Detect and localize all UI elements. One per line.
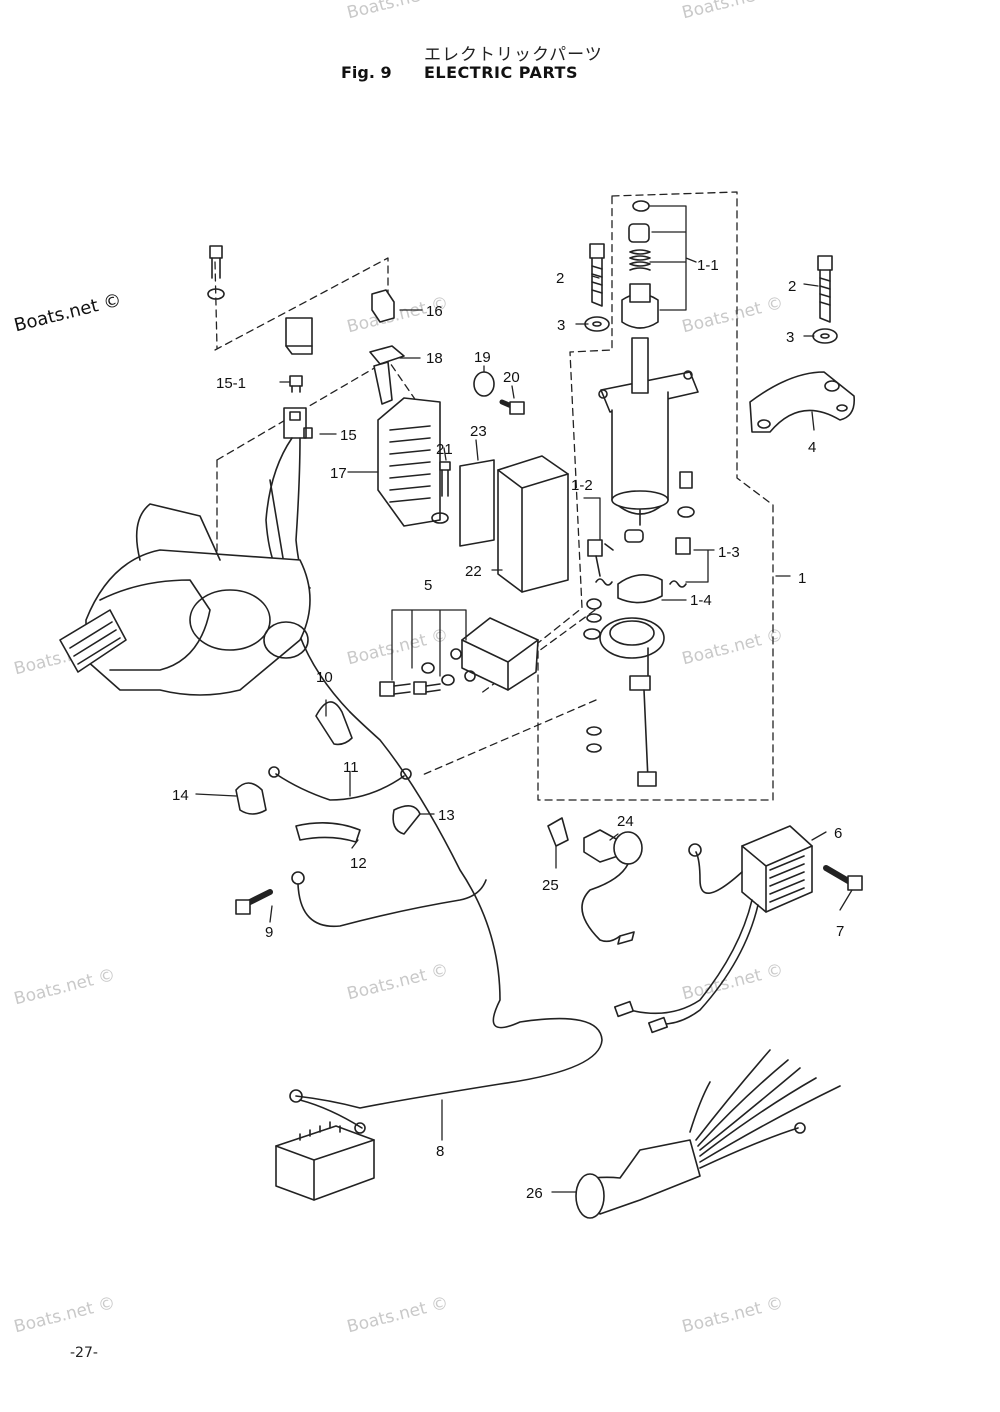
cushion xyxy=(473,371,495,397)
callout-16: 16 xyxy=(426,303,443,320)
callout-12: 12 xyxy=(350,855,367,872)
main-harness xyxy=(575,1049,841,1219)
callout-14: 14 xyxy=(172,787,189,804)
callout-1-2: 1-2 xyxy=(571,477,593,494)
title-japanese: エレクトリックパーツ xyxy=(424,45,603,65)
battery xyxy=(275,1121,375,1201)
starter-pinion-set xyxy=(621,200,659,329)
washer xyxy=(812,328,838,344)
key-switch xyxy=(581,829,643,945)
callout-6: 6 xyxy=(834,825,842,842)
cable xyxy=(268,766,412,801)
ground-cable xyxy=(291,871,487,928)
callout-9: 9 xyxy=(265,924,273,941)
callout-25: 25 xyxy=(542,877,559,894)
bolt xyxy=(817,255,833,323)
clip xyxy=(371,289,395,323)
callout-2: 2 xyxy=(788,278,796,295)
callout-10: 10 xyxy=(316,669,333,686)
brush-holder-set xyxy=(583,471,695,753)
leader-lines xyxy=(195,205,853,1193)
rectifier-regulator xyxy=(613,825,813,1034)
engine-mount-housing xyxy=(59,503,311,696)
callout-24: 24 xyxy=(617,813,634,830)
clip xyxy=(547,817,569,847)
page-number: -27- xyxy=(70,1345,98,1361)
end-cover xyxy=(599,617,665,787)
plate xyxy=(369,345,405,405)
callout-22: 22 xyxy=(465,563,482,580)
callout-3: 3 xyxy=(557,317,565,334)
callout-7: 7 xyxy=(836,923,844,940)
callout-3: 3 xyxy=(786,329,794,346)
callout-1-3: 1-3 xyxy=(718,544,740,561)
fuse xyxy=(289,375,303,393)
bolt xyxy=(207,245,225,300)
bolt xyxy=(589,243,605,307)
callout-20: 20 xyxy=(503,369,520,386)
bolt xyxy=(499,399,525,415)
terminal-cap xyxy=(315,701,353,746)
cdi-unit xyxy=(377,397,449,527)
callout-2: 2 xyxy=(556,270,564,287)
callout-26: 26 xyxy=(526,1185,543,1202)
fuse-cover xyxy=(285,317,313,355)
screw-set xyxy=(379,662,455,697)
page-title: ELECTRIC PARTS xyxy=(424,63,578,82)
tube xyxy=(295,822,361,843)
starter-bracket xyxy=(749,371,856,433)
callout-19: 19 xyxy=(474,349,491,366)
screw xyxy=(439,461,451,497)
starter-motor xyxy=(598,337,699,526)
callout-11: 11 xyxy=(343,759,359,776)
terminal-cap xyxy=(392,805,421,835)
callout-15: 15 xyxy=(340,427,357,444)
figure-number: Fig. 9 xyxy=(341,63,392,82)
callout-8: 8 xyxy=(436,1143,444,1160)
cdi-cover xyxy=(497,455,569,593)
callout-5: 5 xyxy=(424,577,432,594)
callout-1: 1 xyxy=(798,570,806,587)
callout-13: 13 xyxy=(438,807,455,824)
callout-18: 18 xyxy=(426,350,443,367)
bolt xyxy=(235,889,273,915)
relay xyxy=(450,617,539,691)
callout-labels: 1 1-1 1-2 1-3 1-4 2 2 3 3 4 5 6 7 8 9 10… xyxy=(172,257,844,1202)
terminal-cap xyxy=(235,782,267,815)
callout-1-1: 1-1 xyxy=(697,257,719,274)
callout-22: 23 xyxy=(470,423,487,440)
callout-1-4: 1-4 xyxy=(690,592,712,609)
callout-15-1: 15-1 xyxy=(216,375,246,392)
tape xyxy=(459,459,495,547)
callout-4: 4 xyxy=(808,439,816,456)
callout-21: 21 xyxy=(436,441,453,458)
bolt xyxy=(823,865,863,891)
callout-17: 17 xyxy=(330,465,347,482)
